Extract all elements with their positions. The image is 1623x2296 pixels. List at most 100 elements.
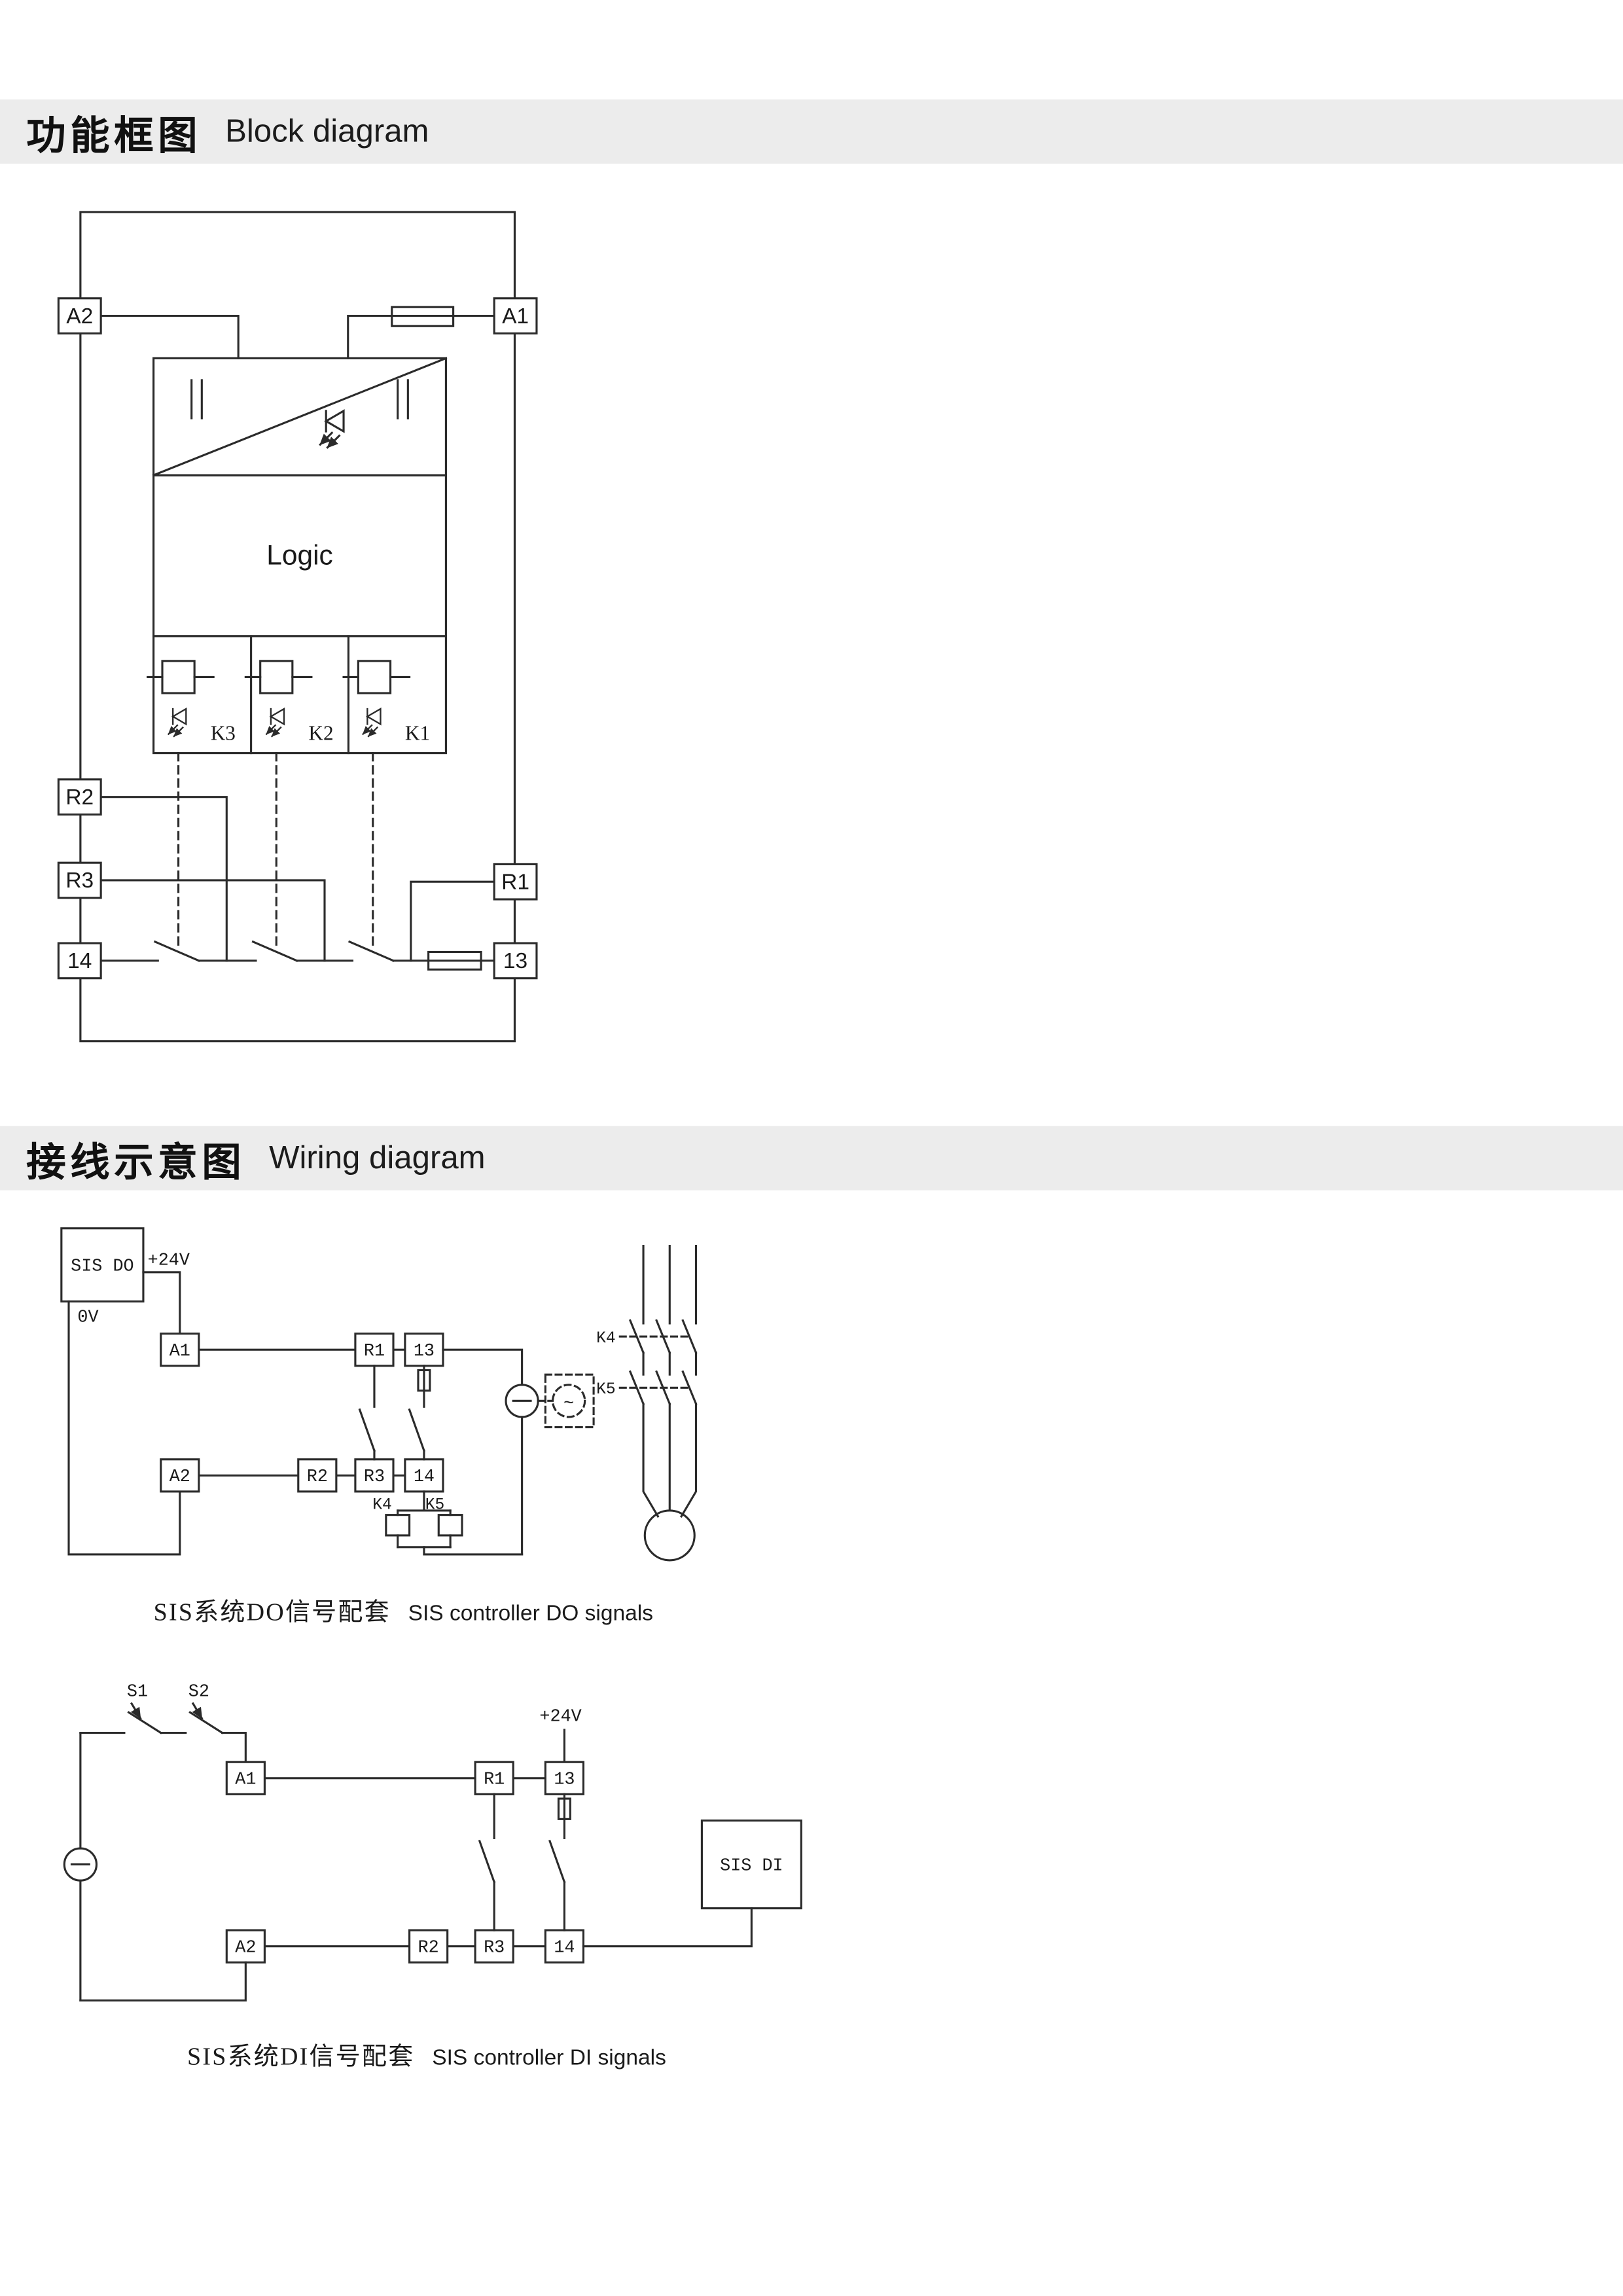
terminal-label: A1 bbox=[502, 304, 529, 329]
contact-blade bbox=[358, 1408, 376, 1452]
switch-s1-blade bbox=[127, 1711, 162, 1734]
wiring-diagram-di: S1 S2 +24V A1 R1 13 A2 R2 R3 14 SIS DI bbox=[63, 1683, 802, 2001]
terminal-label: R3 bbox=[65, 869, 94, 893]
wiring-di-labels: S1 S2 +24V A1 R1 13 A2 R2 R3 14 SIS DI bbox=[127, 1683, 783, 1958]
internal-contacts bbox=[358, 1365, 431, 1461]
terminal-r2 bbox=[297, 1458, 338, 1493]
relay-coil bbox=[259, 660, 294, 694]
contact-blade bbox=[153, 940, 200, 962]
terminal-r2 bbox=[57, 778, 102, 816]
terminal-label: 13 bbox=[503, 949, 527, 973]
k5-contact-label: K5 bbox=[596, 1381, 615, 1399]
relay-coil bbox=[357, 660, 392, 694]
terminal-label: R3 bbox=[484, 1939, 505, 1958]
terminal-label: A2 bbox=[66, 304, 93, 329]
actuator-arrow-icon bbox=[191, 1702, 204, 1720]
caption-do-en: SIS controller DO signals bbox=[408, 1601, 654, 1626]
power-source bbox=[63, 1731, 98, 2001]
terminal-label: A1 bbox=[169, 1342, 190, 1361]
terminal-r2 bbox=[408, 1929, 449, 1964]
r1-tap bbox=[410, 880, 495, 962]
internal-contacts bbox=[478, 1793, 571, 1931]
ac-tilde-label: ~ bbox=[563, 1395, 574, 1414]
coil-k4 bbox=[385, 1514, 411, 1537]
section-title-en: Block diagram bbox=[225, 113, 429, 149]
relay-label-k1: K1 bbox=[405, 722, 430, 745]
terminal-a2 bbox=[160, 1458, 200, 1493]
supply-wiring bbox=[99, 306, 495, 359]
contact-blade bbox=[251, 940, 298, 962]
r3-tap bbox=[99, 879, 326, 962]
terminal-label: 14 bbox=[414, 1467, 435, 1487]
return-wire bbox=[79, 1961, 247, 2001]
plus24-label: +24V bbox=[148, 1251, 190, 1271]
r2-tap bbox=[99, 796, 228, 962]
wiring-do-shapes bbox=[60, 1227, 698, 1562]
section-title-zh: 功能框图 bbox=[26, 113, 202, 158]
led-indicator-icon bbox=[320, 411, 344, 448]
terminal-label: R2 bbox=[65, 785, 94, 810]
relay-k1 bbox=[342, 660, 411, 736]
zero-volt-wire bbox=[67, 1300, 181, 1556]
terminal-label: A1 bbox=[235, 1770, 256, 1790]
terminal-label: R3 bbox=[364, 1467, 385, 1487]
fuse bbox=[417, 1369, 431, 1392]
ac-option-frame bbox=[544, 1373, 595, 1429]
terminal-label: R1 bbox=[501, 870, 529, 894]
terminal-a1 bbox=[493, 297, 538, 334]
terminal-a1 bbox=[160, 1333, 200, 1367]
wiring-di-shapes bbox=[63, 1702, 802, 2001]
sis-do-box bbox=[60, 1227, 145, 1303]
terminal-label: A2 bbox=[235, 1939, 256, 1958]
terminal-label: R1 bbox=[484, 1770, 505, 1790]
relay-label-k2: K2 bbox=[308, 722, 333, 745]
plus24-wire bbox=[142, 1271, 181, 1335]
sis-di-label: SIS DI bbox=[720, 1857, 783, 1876]
contact-blade bbox=[478, 1839, 496, 1884]
relay-row bbox=[147, 635, 447, 755]
contactor-coils bbox=[385, 1490, 524, 1556]
output-fuse bbox=[427, 950, 482, 971]
block-diagram-shapes bbox=[57, 211, 538, 1043]
terminal-r1 bbox=[354, 1333, 395, 1367]
terminal-r1 bbox=[493, 863, 538, 901]
switch-s1-label: S1 bbox=[127, 1683, 148, 1702]
terminal-label: R1 bbox=[364, 1342, 385, 1361]
relay-coil bbox=[161, 660, 196, 694]
actuator-arrow-icon bbox=[130, 1702, 142, 1720]
k4-contact-label: K4 bbox=[596, 1330, 615, 1348]
di-signal-wire bbox=[582, 1907, 753, 1948]
terminal-a2 bbox=[57, 297, 102, 334]
led-indicator-icon bbox=[363, 709, 381, 736]
section-header-wiring-diagram: 接线示意图 Wiring diagram bbox=[0, 1126, 1623, 1191]
terminal-14 bbox=[404, 1458, 444, 1493]
contact-blade bbox=[348, 940, 395, 962]
terminal-boxes bbox=[57, 297, 538, 980]
terminal-label: 13 bbox=[554, 1770, 575, 1790]
terminal-label: 14 bbox=[554, 1939, 575, 1958]
caption-di-en: SIS controller DI signals bbox=[432, 2045, 666, 2071]
ac-source-icon bbox=[551, 1384, 586, 1418]
fuse bbox=[557, 1797, 571, 1820]
section-title-en: Wiring diagram bbox=[269, 1139, 486, 1176]
terminal-label: R2 bbox=[307, 1467, 328, 1487]
contact-blade bbox=[681, 1370, 698, 1405]
k4-coil-label: K4 bbox=[372, 1497, 391, 1515]
switch-s2-blade bbox=[188, 1711, 224, 1734]
terminal-a1 bbox=[225, 1761, 266, 1795]
mechanical-links bbox=[177, 752, 374, 946]
terminal-label: A2 bbox=[169, 1467, 190, 1487]
logic-label: Logic bbox=[266, 539, 332, 570]
section-title-zh: 接线示意图 bbox=[26, 1139, 246, 1184]
coil-k5 bbox=[437, 1514, 463, 1537]
block-diagram-labels: A2 A1 R2 R3 R1 14 13 Logic K3 K2 K1 bbox=[65, 304, 529, 973]
motor-icon bbox=[643, 1509, 696, 1562]
optocoupler-block bbox=[152, 357, 448, 477]
wiring-do-labels: SIS DO +24V 0V A1 R1 13 A2 R2 R3 14 ~ K4… bbox=[71, 1251, 615, 1515]
led-indicator-icon bbox=[266, 709, 284, 736]
motor-branch bbox=[618, 1244, 698, 1562]
terminal-14 bbox=[57, 942, 102, 980]
k5-coil-label: K5 bbox=[425, 1497, 444, 1515]
relay-label-k3: K3 bbox=[211, 722, 236, 745]
